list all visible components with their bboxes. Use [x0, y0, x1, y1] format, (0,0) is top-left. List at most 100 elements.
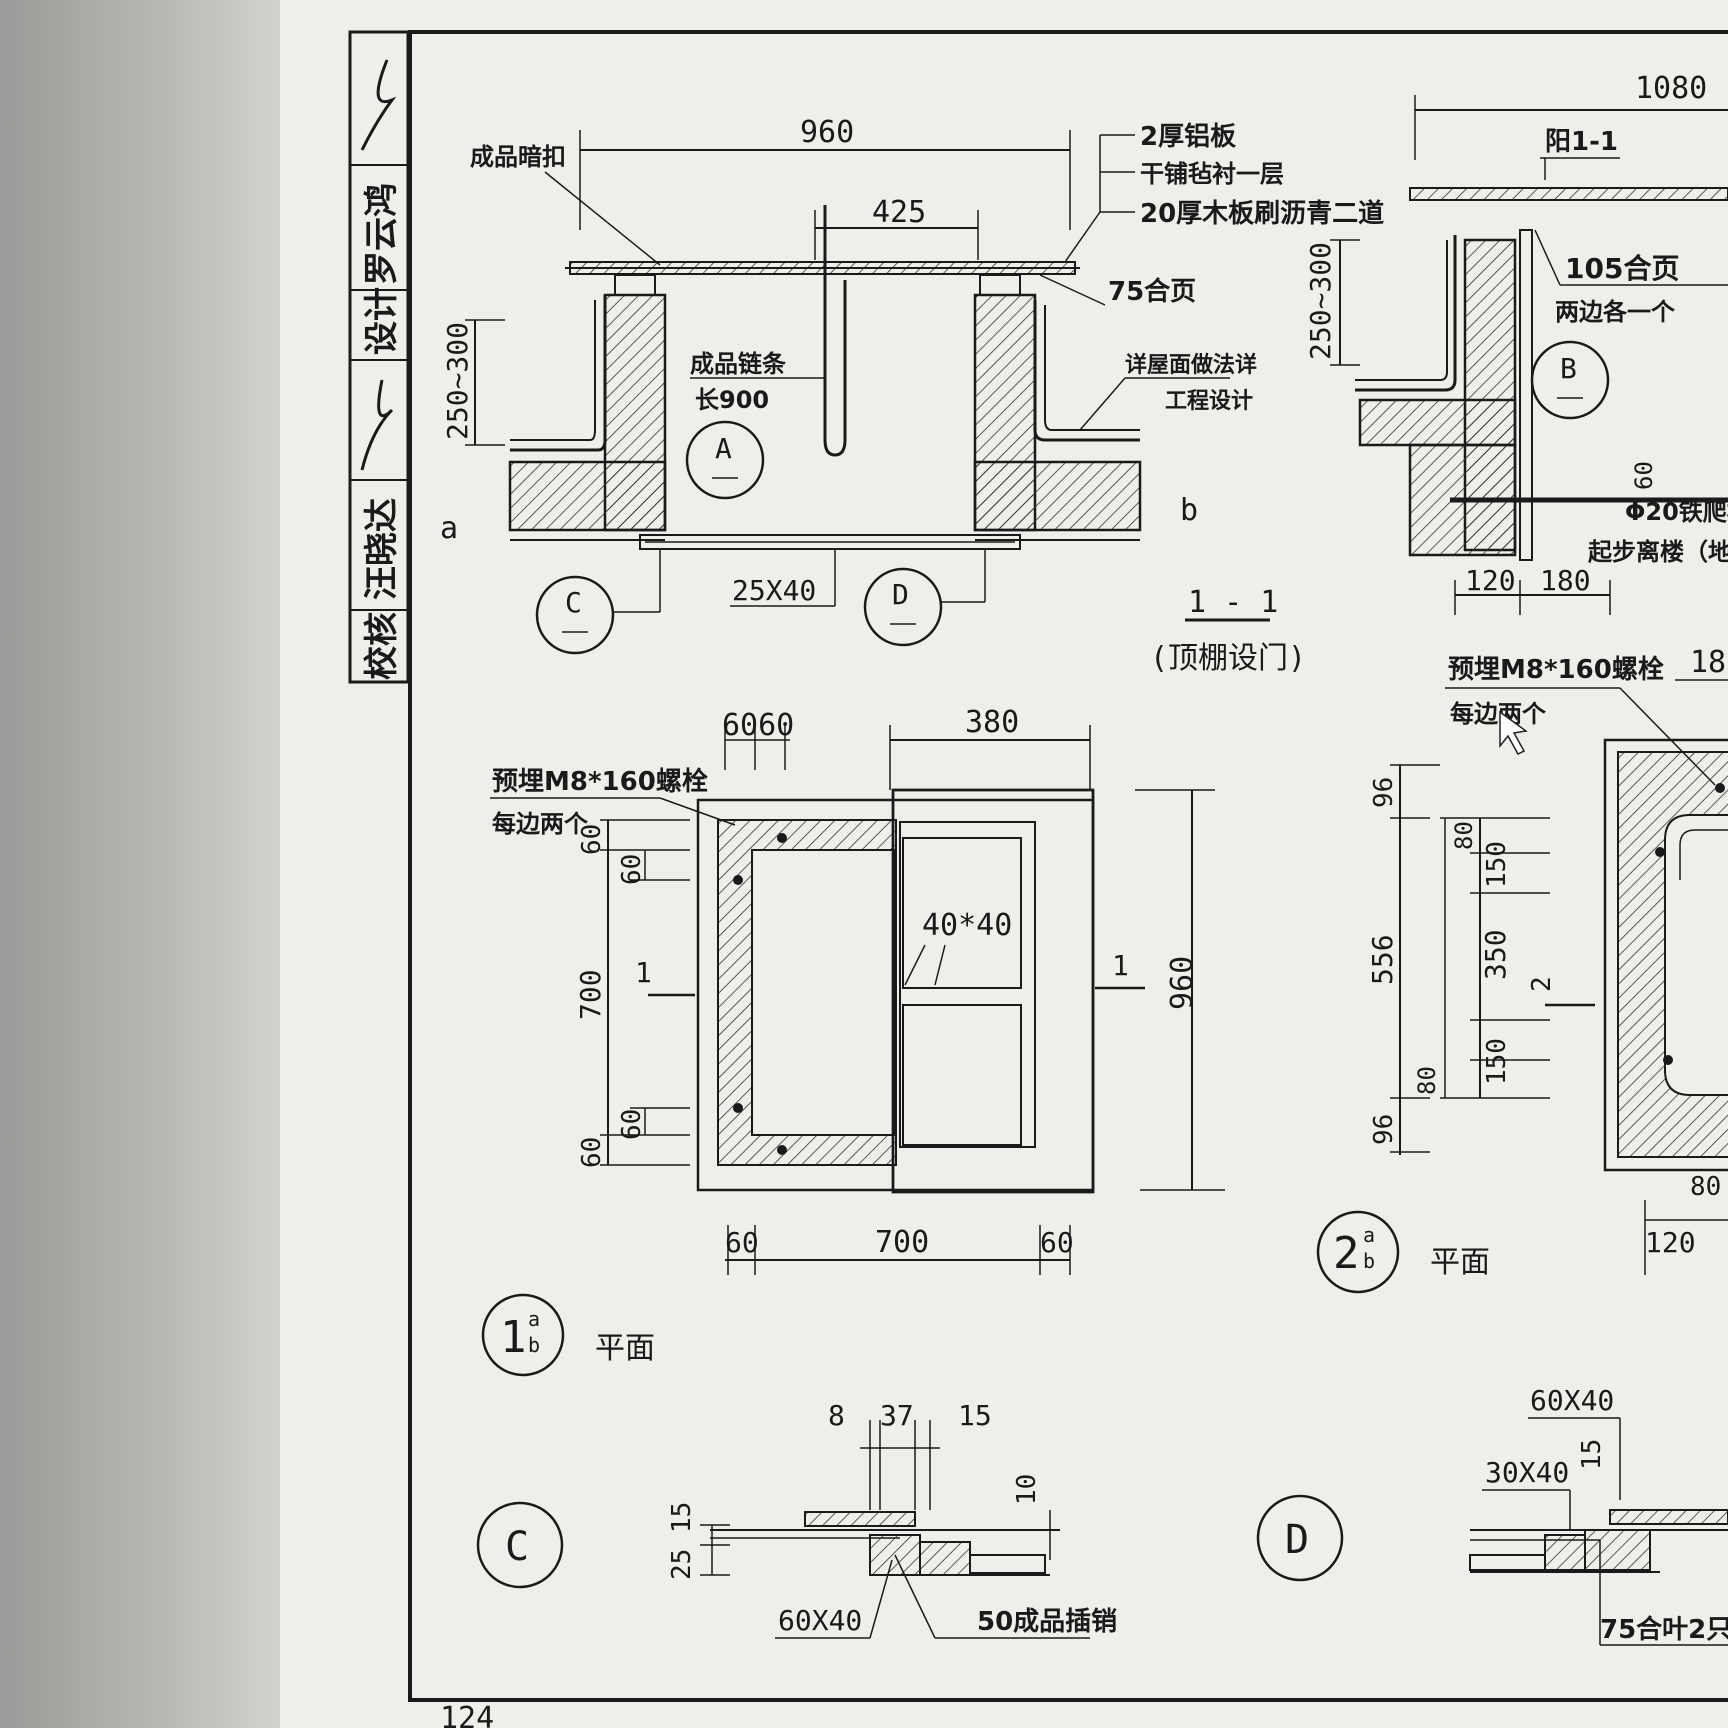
title-review: 校核 [362, 612, 402, 680]
plan1-bolt-each: 每边两个 [492, 810, 589, 838]
plan1-badge [481, 1293, 565, 1377]
label-layer-2: 干铺毡衬一层 [1140, 160, 1284, 188]
plan2-dim-outer-0: 96 [1369, 777, 1399, 808]
detail-d-60x40: 60X40 [1530, 1384, 1614, 1417]
dim-425: 425 [872, 195, 926, 230]
detail-c-frame-label: 60X40 [778, 1604, 862, 1637]
label-roof: 详屋面做法详 [1125, 352, 1257, 378]
callout-d: D [892, 578, 909, 611]
plan1-dim-left-4: 60 [577, 1137, 607, 1168]
mouse-cursor [1499, 710, 1528, 755]
label-hinge-105: 105合页 [1565, 252, 1679, 285]
detail-c-bolt-label: 50成品插销 [977, 1607, 1117, 1637]
dim-120-right: 120 [1465, 564, 1516, 597]
detail-c: C 8 37 15 25 15 10 60X40 [476, 1399, 1117, 1639]
section-right: 1080 阳1-1 250~300 105合页 两边各一个 B 60 Φ20铁 [1304, 71, 1728, 615]
label-buckle: 成品暗扣 [470, 143, 566, 171]
plan2-dim-inner-4: 80 [1413, 1066, 1441, 1095]
plan1-dim-left-2: 700 [574, 969, 607, 1020]
detail-d-hinge-label: 75合叶2只 [1600, 1614, 1728, 1645]
plan2-dim-120: 120 [1645, 1226, 1696, 1259]
dim-960: 960 [800, 115, 854, 150]
label-hinge-75: 75合页 [1108, 276, 1196, 307]
plan2-bolt-label: 预埋M8*160螺栓 [1448, 655, 1664, 685]
plan1-cut-mark-right: 1 [1112, 949, 1129, 982]
plan1-cut-mark-left: 1 [635, 956, 652, 989]
detail-c-dim-37: 37 [880, 1399, 914, 1432]
plan2-dim-180: 180 [1690, 645, 1728, 680]
detail-d: D 60X40 30X40 15 75合叶2只 [1256, 1384, 1728, 1646]
label-layer-1: 2厚铝板 [1140, 122, 1236, 152]
label-ladder-start: 起步离楼（地）面 [1587, 538, 1728, 566]
title-design: 设计 [362, 287, 402, 355]
plan1-dim-bottom-0: 60 [725, 1226, 759, 1259]
plan1-caption: 平面 [595, 1331, 655, 1366]
plan2-dim-inner-0: 80 [1450, 821, 1478, 850]
dim-1080: 1080 [1635, 71, 1707, 106]
dim-380: 380 [965, 705, 1019, 740]
callout-b: B [1560, 352, 1577, 385]
right-dim-height: 250~300 [1304, 242, 1337, 360]
frame-size: 25X40 [732, 574, 816, 607]
detail-d-dim-15: 15 [1577, 1439, 1607, 1470]
background-edge [0, 0, 280, 1728]
detail-c-callout: C [505, 1524, 529, 1570]
plan1-dim-left-3: 60 [617, 1109, 647, 1140]
title-reviewer: 汪晓达 [362, 498, 402, 600]
label-chain: 成品链条 [690, 350, 787, 378]
plan-2: 预埋M8*160螺栓 每边两个 180 96 556 96 [1316, 645, 1728, 1294]
plan2-badge-num: 2 [1333, 1228, 1360, 1279]
sheet-border [408, 30, 1728, 1702]
dim-6060: 6060 [722, 708, 794, 743]
detail-d-30x40: 30X40 [1485, 1456, 1569, 1489]
page-number: 124 [440, 1701, 494, 1728]
plan2-badge-b: b [1363, 1249, 1375, 1273]
plan1-dim-960: 960 [1165, 956, 1200, 1010]
plan2-badge-a: a [1363, 1223, 1375, 1247]
signature-mark [360, 379, 394, 471]
dim-180-right: 180 [1540, 564, 1591, 597]
plan1-inner-size: 40*40 [922, 908, 1012, 943]
plan2-dim-outer-1: 556 [1366, 934, 1399, 985]
plan2-cut-mark: 2 [1527, 976, 1557, 992]
plan2-caption: 平面 [1430, 1245, 1490, 1280]
detail-c-dim-15: 15 [958, 1399, 992, 1432]
dim-60-right: 60 [1630, 461, 1658, 490]
callout-c: C [565, 586, 582, 619]
section-1-1: 960 425 250~300 成品暗扣 2厚铝板 干铺毡衬一层 20厚木板刷沥… [440, 115, 1384, 676]
plan1-dim-left-0: 60 [577, 824, 607, 855]
detail-d-callout: D [1285, 1517, 1309, 1563]
plan2-dim-80: 80 [1690, 1172, 1721, 1202]
dim-height: 250~300 [441, 322, 474, 440]
title-designer: 罗云鸿 [362, 183, 402, 285]
plan2-dim-outer-2: 96 [1369, 1114, 1399, 1145]
callout-a: A [715, 432, 732, 465]
plan-1: 6060 380 预埋M8*160螺栓 每边两个 60 60 700 60 60 [481, 705, 1225, 1377]
section-caption: (顶棚设门) [1150, 641, 1306, 676]
plan1-badge-num: 1 [500, 1312, 527, 1363]
label-layer-3: 20厚木板刷沥青二道 [1140, 198, 1384, 229]
plan2-badge [1316, 1210, 1400, 1294]
plan1-bolt-label: 预埋M8*160螺栓 [492, 767, 708, 797]
side-b: b [1180, 493, 1198, 528]
label-roof-2: 工程设计 [1165, 389, 1253, 414]
plan1-dim-bottom-1: 700 [875, 1225, 929, 1260]
plan1-badge-b: b [528, 1333, 540, 1357]
label-iron-ladder: Φ20铁爬梯 [1625, 498, 1728, 526]
plan1-badge-a: a [528, 1307, 540, 1331]
signature-mark-2 [360, 59, 397, 151]
plan1-dim-left-1: 60 [617, 854, 647, 885]
title-block: 校核 汪晓达 设计 罗云鸿 [348, 30, 410, 684]
plan2-dim-inner-1: 150 [1482, 841, 1512, 888]
detail-c-dim-10: 10 [1012, 1474, 1042, 1505]
chain [823, 205, 847, 457]
plan2-dim-inner-2: 350 [1479, 929, 1512, 980]
label-hinge-both: 两边各一个 [1555, 298, 1676, 326]
label-chain-length: 长900 [695, 386, 769, 414]
side-a: a [440, 511, 458, 546]
plan2-dim-inner-3: 150 [1482, 1038, 1512, 1085]
detail-c-dim-8: 8 [828, 1399, 845, 1432]
detail-c-dims-left: 25 15 [667, 1502, 697, 1580]
